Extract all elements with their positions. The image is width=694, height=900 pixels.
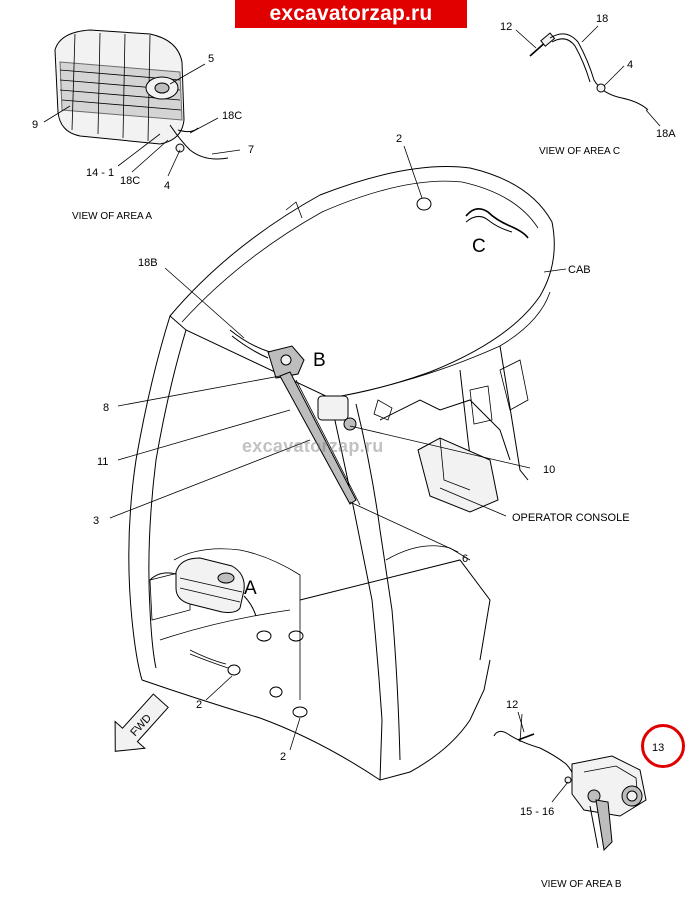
operator-console-label: OPERATOR CONSOLE (512, 512, 630, 524)
caption-view-area-c: VIEW OF AREA C (539, 146, 620, 157)
roof-hose-area-c (465, 208, 529, 239)
callout-6: 6 (462, 553, 468, 565)
callout-5: 5 (208, 53, 214, 65)
callout-4-area-c: 4 (627, 59, 633, 71)
view-area-b-drawing (493, 713, 647, 852)
area-b-pump-assembly (229, 329, 393, 506)
callout-2-top: 2 (396, 133, 402, 145)
callout-14-1: 14 - 1 (86, 167, 114, 179)
callout-18b: 18B (138, 257, 158, 269)
callout-8: 8 (103, 402, 109, 414)
callout-7: 7 (248, 144, 254, 156)
callout-2-left: 2 (196, 699, 202, 711)
callout-2-bottom: 2 (280, 751, 286, 763)
callout-15-16: 15 - 16 (520, 806, 554, 818)
callout-18a: 18A (656, 128, 676, 140)
cab-drawing (128, 166, 555, 781)
callout-18c-lower: 18C (120, 175, 140, 187)
view-area-c-drawing (529, 32, 649, 111)
highlight-circle-13 (641, 724, 685, 768)
callout-11: 11 (97, 456, 108, 468)
area-letter-c: C (472, 236, 486, 257)
fwd-arrow (114, 693, 169, 752)
area-letter-b: B (313, 350, 326, 371)
callout-4-area-a: 4 (164, 180, 170, 192)
callout-9: 9 (32, 119, 38, 131)
area-letter-a: A (244, 578, 257, 599)
callout-10: 10 (543, 464, 555, 476)
view-area-c-leaders (515, 25, 661, 127)
callout-18c-upper: 18C (222, 110, 242, 122)
site-banner: excavatorzap.ru (235, 0, 467, 28)
callout-18: 18 (596, 13, 608, 25)
watermark: excavatorzap.ru (242, 436, 384, 456)
callout-3: 3 (93, 515, 99, 527)
view-area-a-leaders (43, 63, 241, 177)
callout-12-area-b: 12 (506, 699, 518, 711)
view-area-a-drawing (54, 29, 229, 160)
callout-12-area-c: 12 (500, 21, 512, 33)
caption-view-area-b: VIEW OF AREA B (541, 879, 622, 890)
view-area-b-leaders (517, 711, 569, 803)
main-leaders (109, 267, 531, 553)
area-a-tank-in-cab (149, 557, 257, 617)
caption-view-area-a: VIEW OF AREA A (72, 211, 152, 222)
grommets-lower (189, 630, 308, 718)
cab-label: CAB (568, 264, 591, 276)
